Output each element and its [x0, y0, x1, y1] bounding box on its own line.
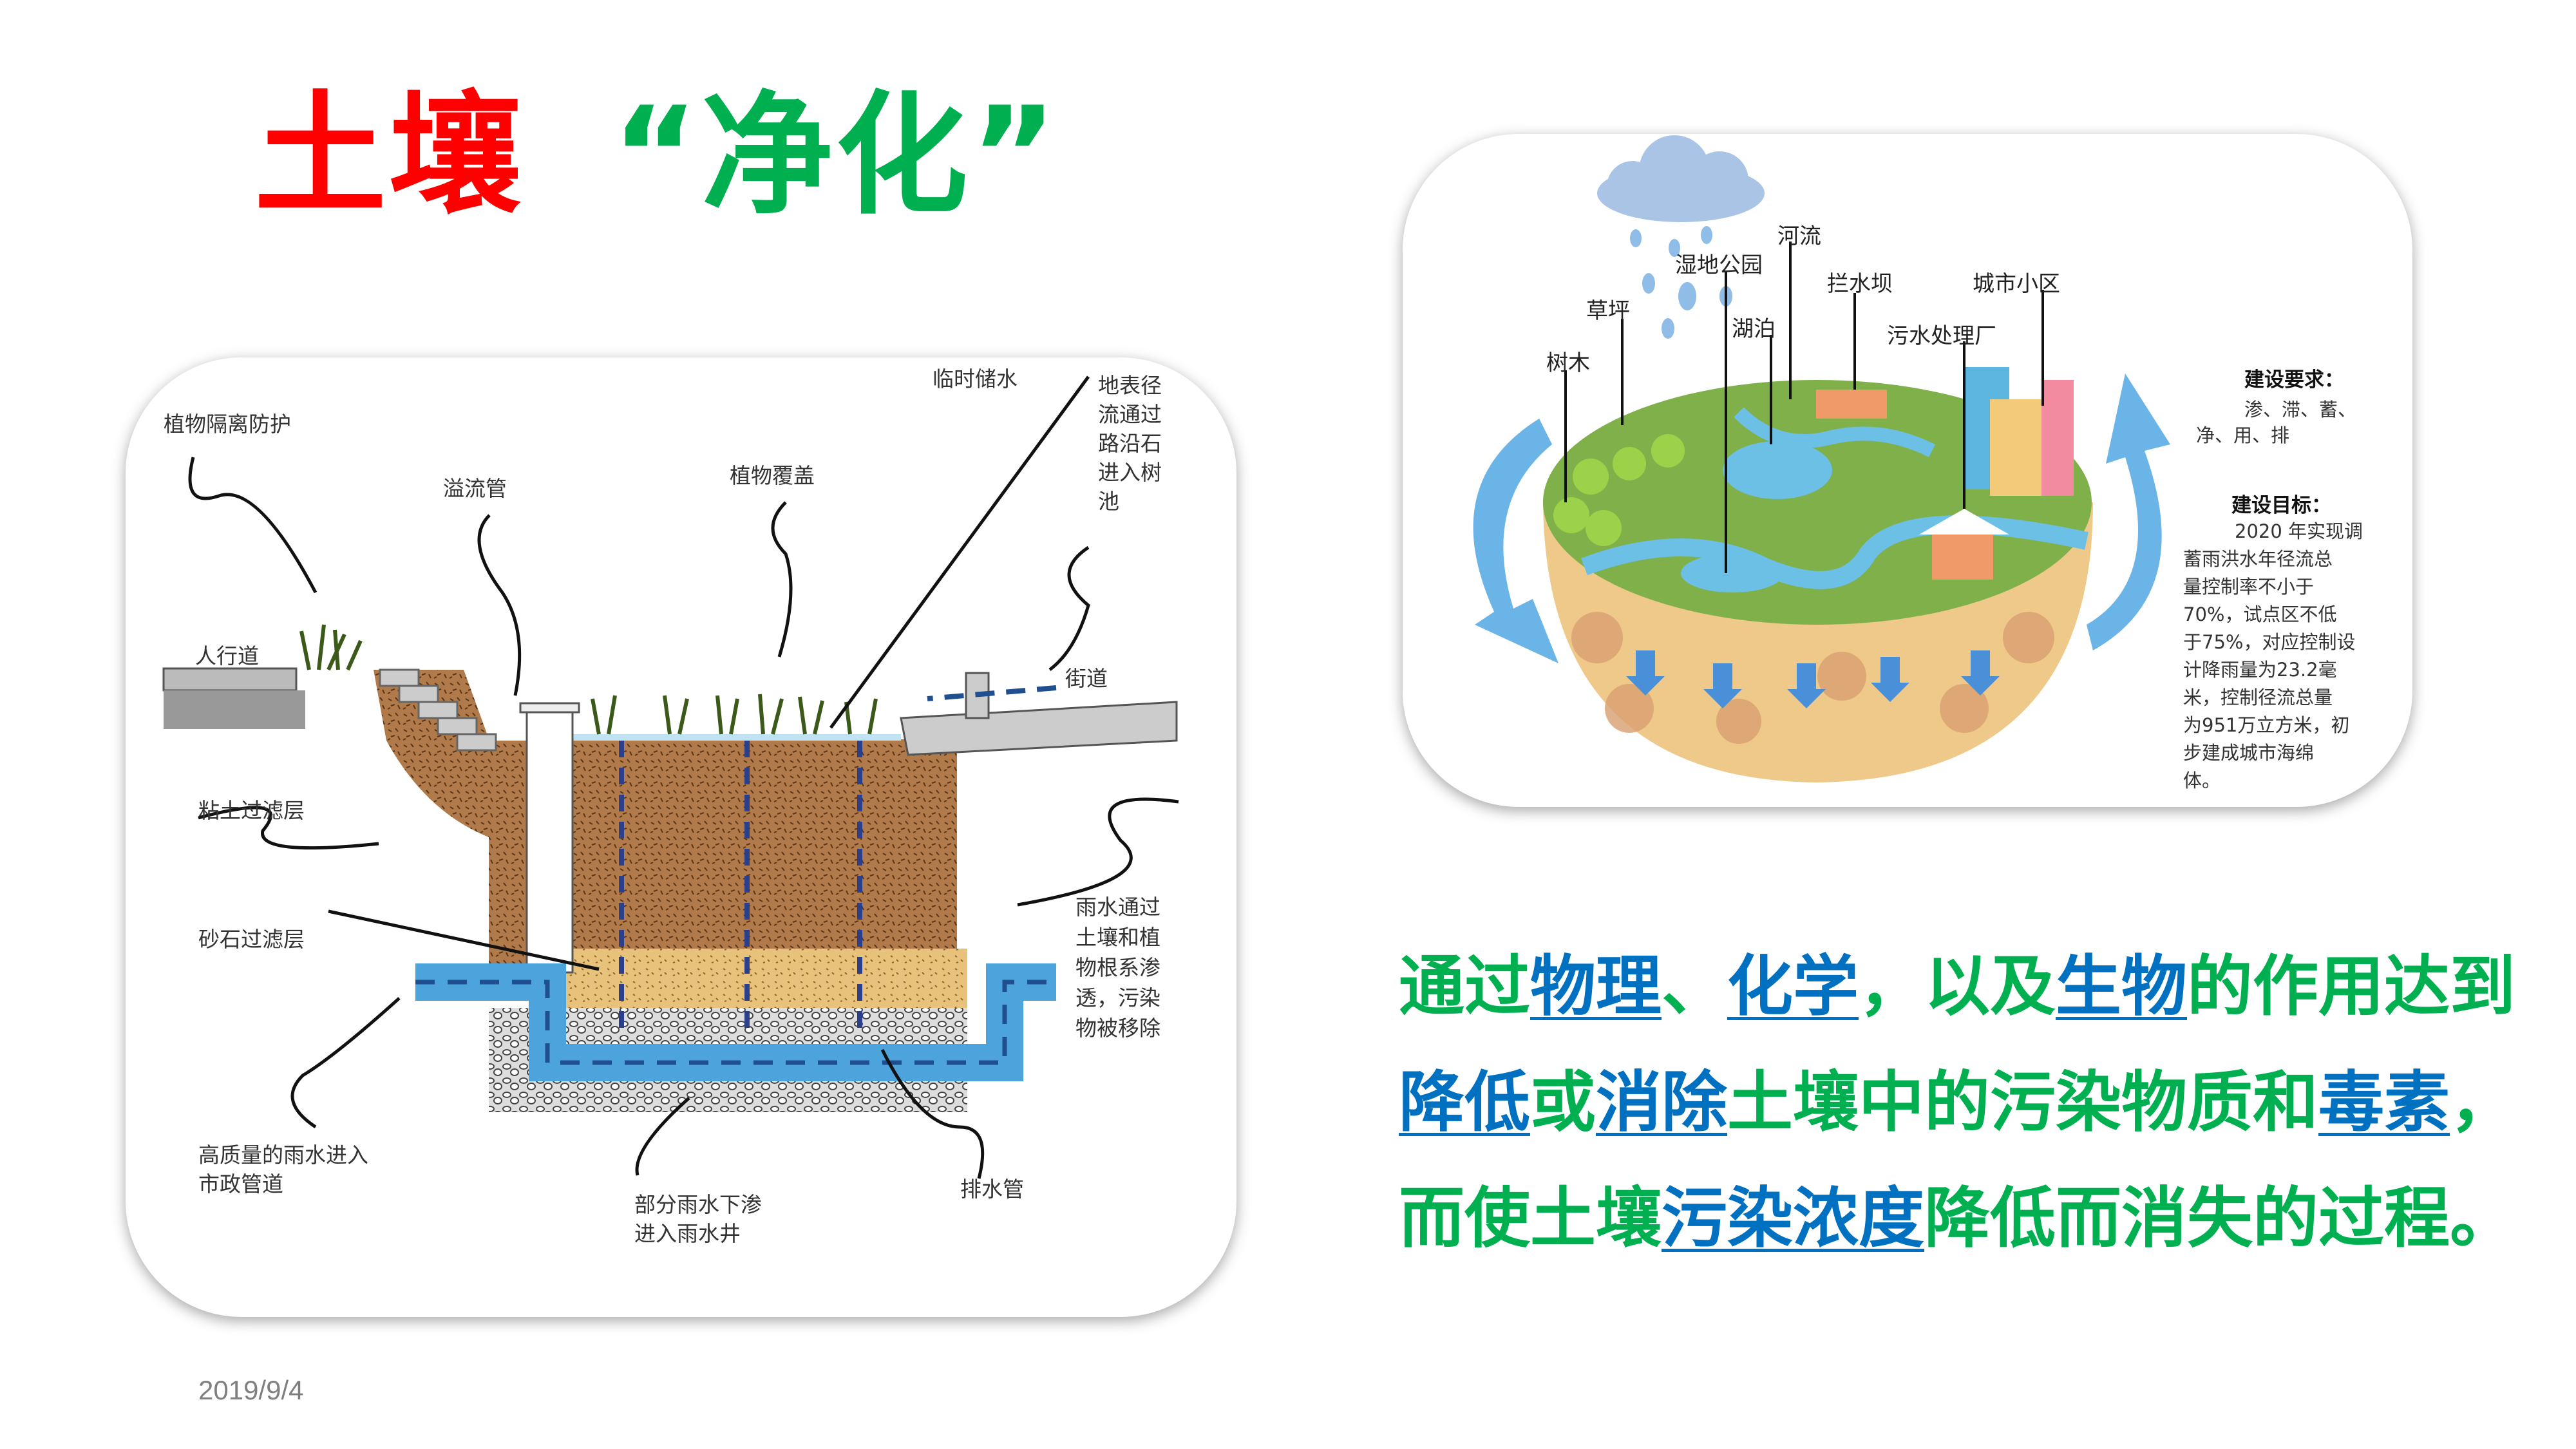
keyword-physics: 物理: [1530, 949, 1662, 1025]
keyword-biology: 生物: [2056, 949, 2187, 1025]
text-segment: 降低而消失的过程。: [1924, 1180, 2515, 1257]
slide-date: 2019/9/4: [198, 1375, 304, 1405]
text-segment: 的作用达到: [2187, 949, 2515, 1025]
keyword-chemistry: 化学: [1727, 949, 1859, 1025]
title-soil: 土壤: [254, 79, 524, 232]
keyword-eliminate: 消除: [1596, 1065, 1727, 1141]
text-segment: ，以及: [1859, 949, 2056, 1025]
definition-line-2: 降低或消除土壤中的污染物质和毒素，: [1399, 1070, 2515, 1136]
text-segment: ，: [2450, 1065, 2515, 1141]
keyword-pollution-concentration: 污染浓度: [1662, 1180, 1924, 1257]
sponge-city-diagram-card: [1403, 134, 2412, 807]
title-purification: “净化”: [612, 79, 1060, 232]
text-segment: 而使土壤: [1399, 1180, 1662, 1257]
keyword-reduce: 降低: [1399, 1065, 1530, 1141]
keyword-toxins: 毒素: [2318, 1065, 2450, 1141]
definition-line-1: 通过物理、化学，以及生物的作用达到: [1399, 954, 2515, 1020]
text-segment: 或: [1530, 1065, 1596, 1141]
rain-garden-diagram-card: [126, 357, 1236, 1317]
definition-line-3: 而使土壤污染浓度降低而消失的过程。: [1399, 1186, 2515, 1252]
text-segment: 、: [1662, 949, 1727, 1025]
text-segment: 土壤中的污染物质和: [1727, 1065, 2318, 1141]
text-segment: 通过: [1399, 949, 1530, 1025]
